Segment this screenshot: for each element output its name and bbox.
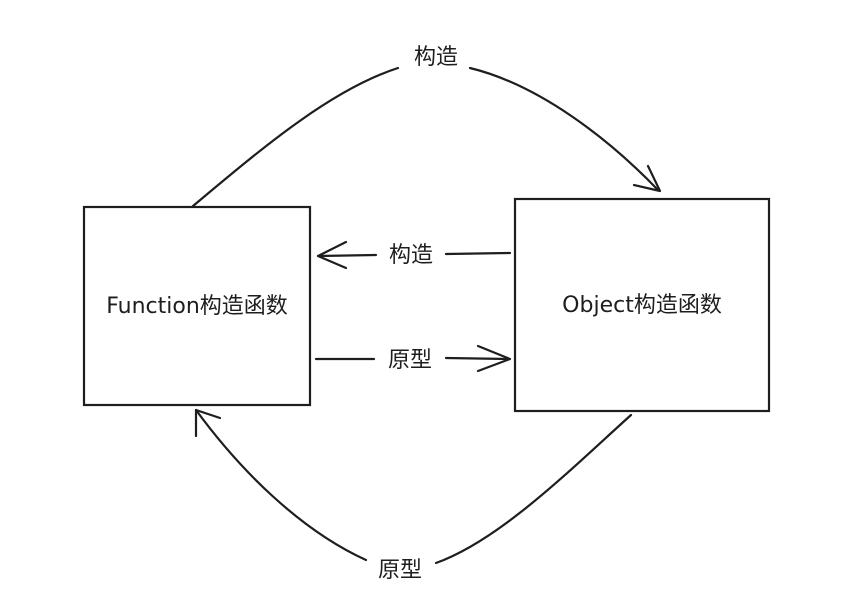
top-arc-arrowhead — [632, 164, 662, 193]
edge-top-arc: 构造 — [191, 45, 662, 208]
middle-top-line-right — [444, 251, 512, 256]
object-constructor-label: Object构造函数 — [562, 293, 722, 318]
bottom-arc-label: 原型 — [378, 558, 422, 583]
bottom-arc-line-left — [194, 408, 368, 562]
middle-bottom-arrowhead — [476, 344, 512, 373]
middle-bottom-label: 原型 — [388, 348, 432, 373]
node-function-constructor: Function构造函数 — [82, 205, 312, 407]
middle-top-line-left — [316, 253, 378, 258]
bottom-arc-line-right — [434, 413, 633, 565]
middle-bottom-line-right — [444, 356, 510, 361]
function-constructor-label: Function构造函数 — [106, 294, 288, 319]
middle-top-arrowhead — [316, 240, 348, 270]
object-constructor-box — [513, 197, 771, 413]
middle-top-label: 构造 — [389, 243, 433, 268]
edge-middle-bottom: 原型 — [314, 344, 512, 373]
bottom-arc-arrowhead — [194, 408, 222, 438]
edge-bottom-arc: 原型 — [194, 408, 633, 583]
edge-middle-top: 构造 — [316, 240, 512, 270]
function-constructor-box — [82, 205, 312, 407]
top-arc-label: 构造 — [414, 45, 458, 70]
top-arc-line-right — [468, 66, 660, 192]
node-object-constructor: Object构造函数 — [513, 197, 771, 413]
top-arc-line-left — [191, 66, 400, 208]
